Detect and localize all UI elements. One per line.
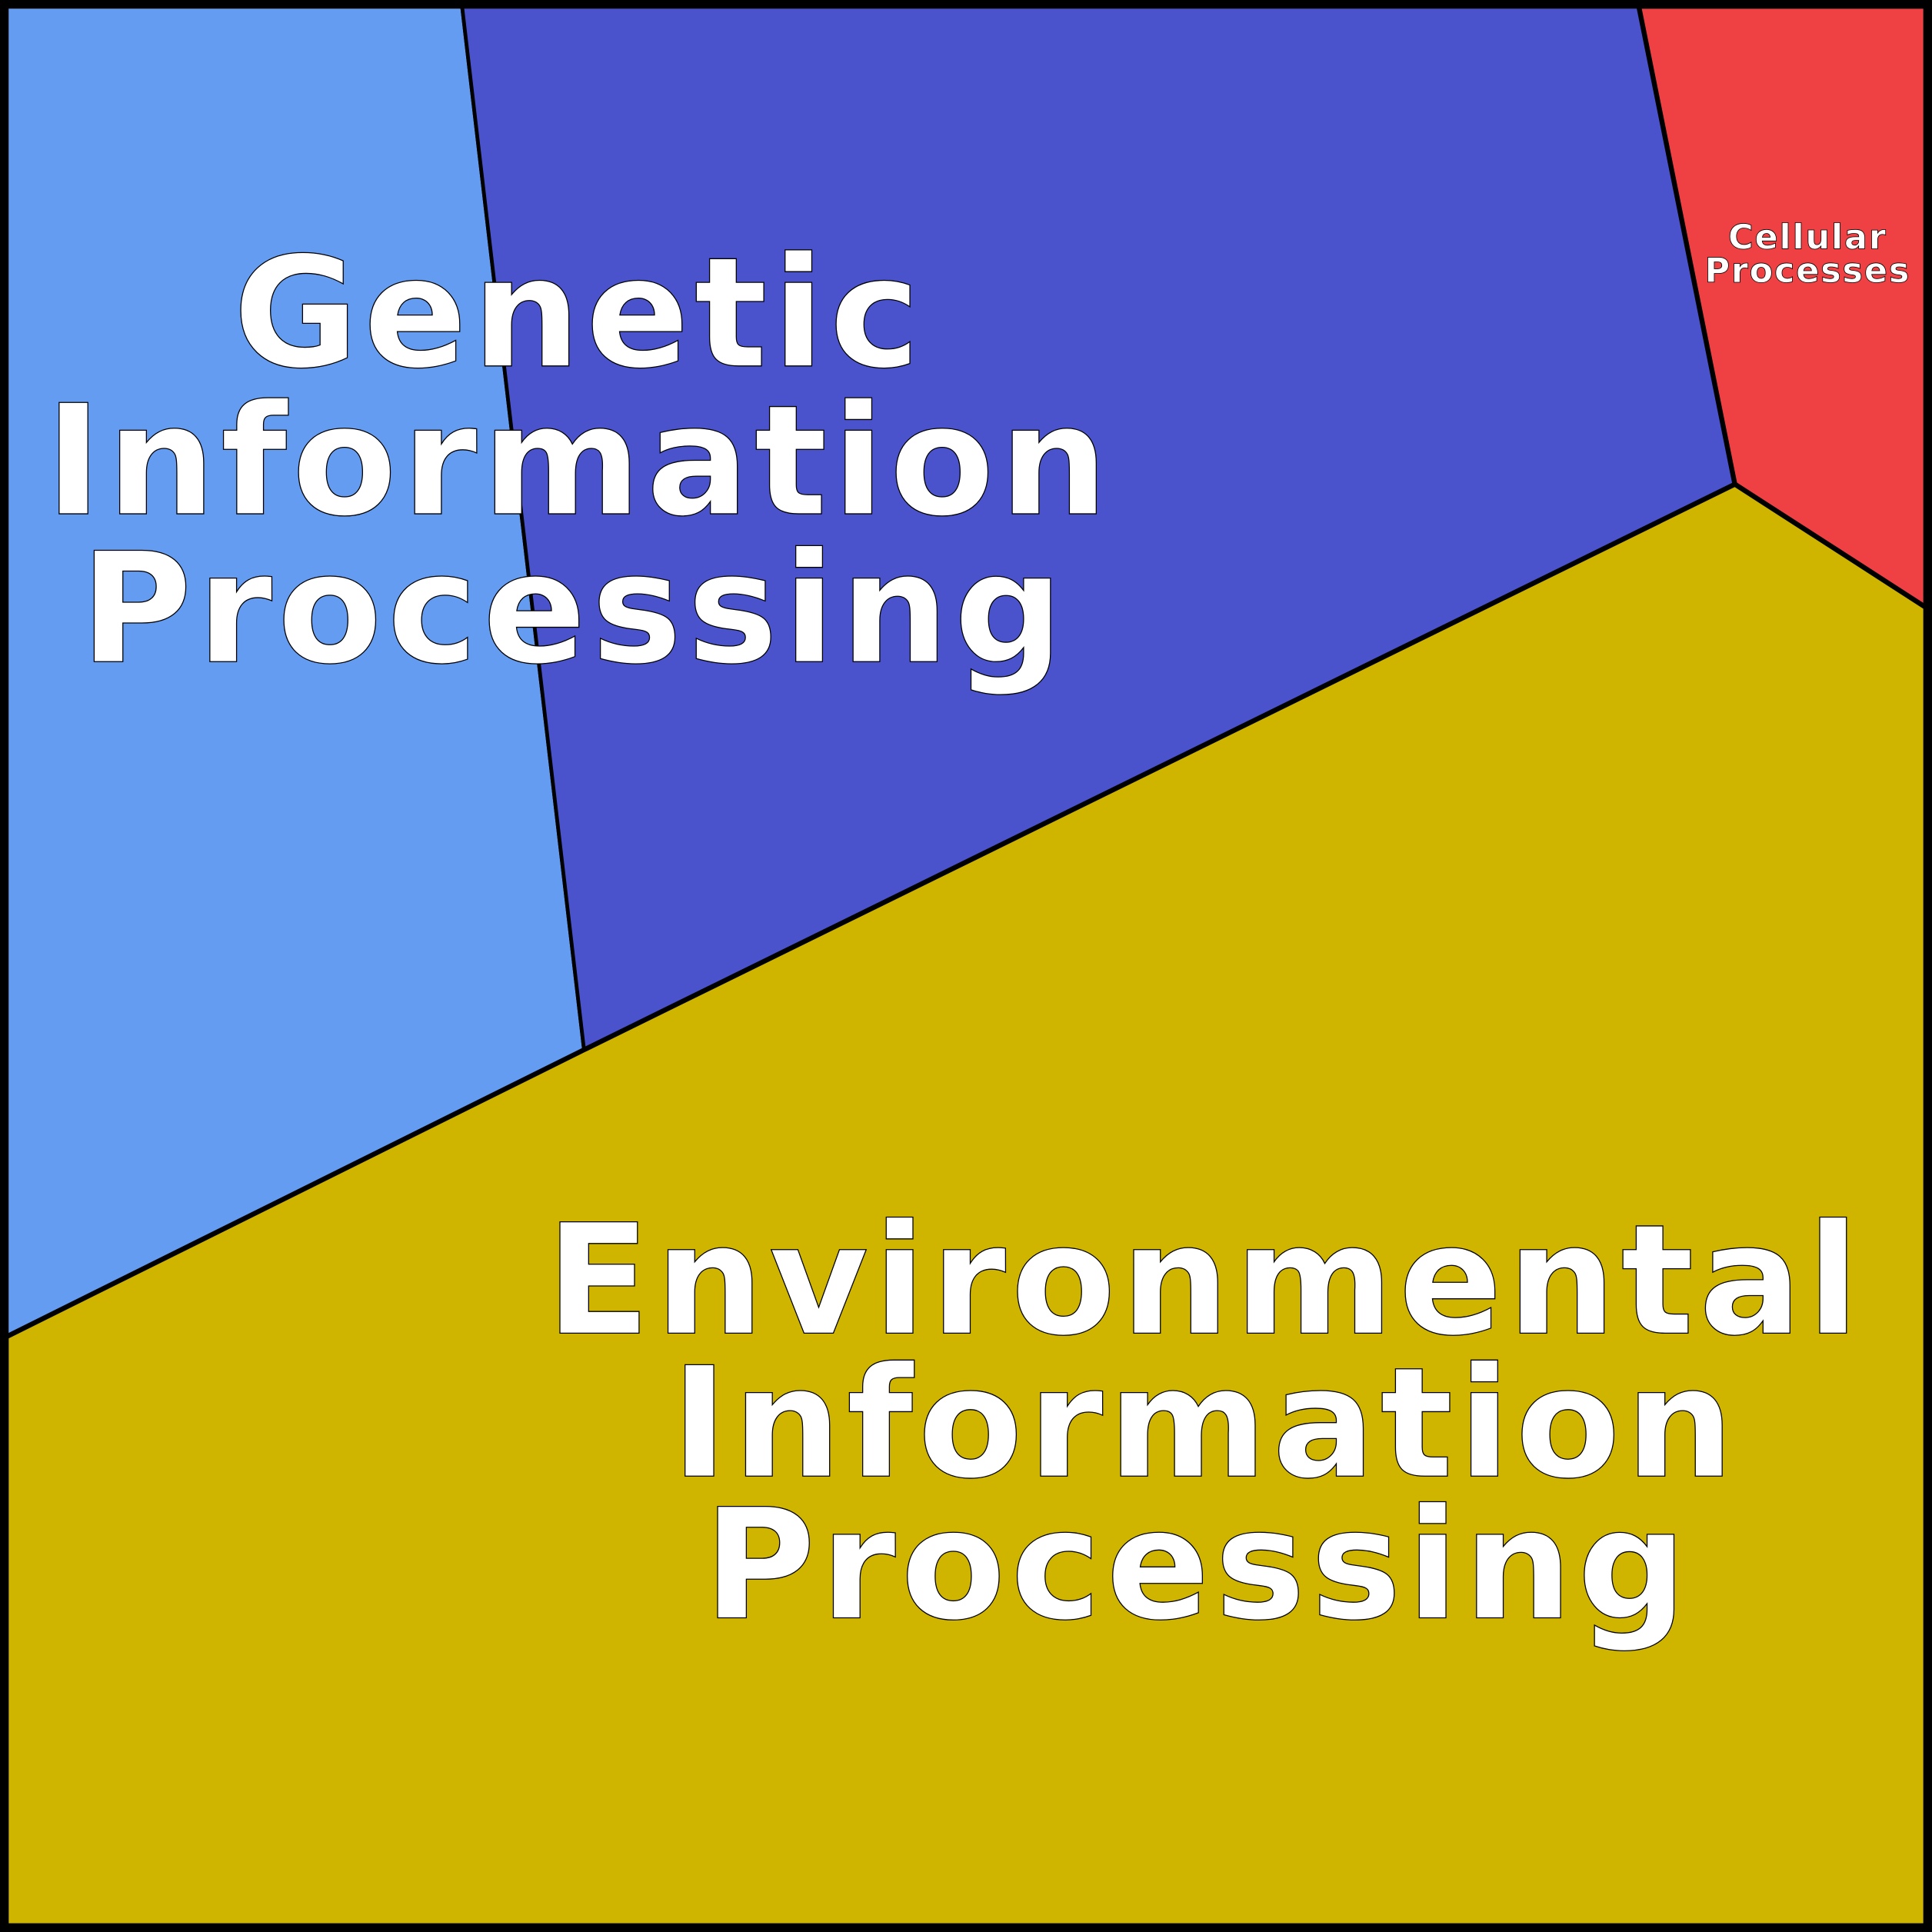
label-line: Information [671,1334,1739,1512]
label-genetic-information-processing: Genetic Information Processing [45,224,1114,698]
label-line: Cellular [1728,217,1887,258]
label-line: Processing [704,1476,1692,1654]
label-cellular-processes: Cellular Processes [1704,216,1910,291]
label-line: Processing [80,520,1068,698]
label-environmental-information-processing: Environmental Information Processing [545,1191,1864,1654]
label-line: Information [45,372,1114,550]
label-line: Genetic [233,225,925,402]
label-line: Environmental [546,1191,1864,1369]
label-line: Processes [1704,250,1910,291]
